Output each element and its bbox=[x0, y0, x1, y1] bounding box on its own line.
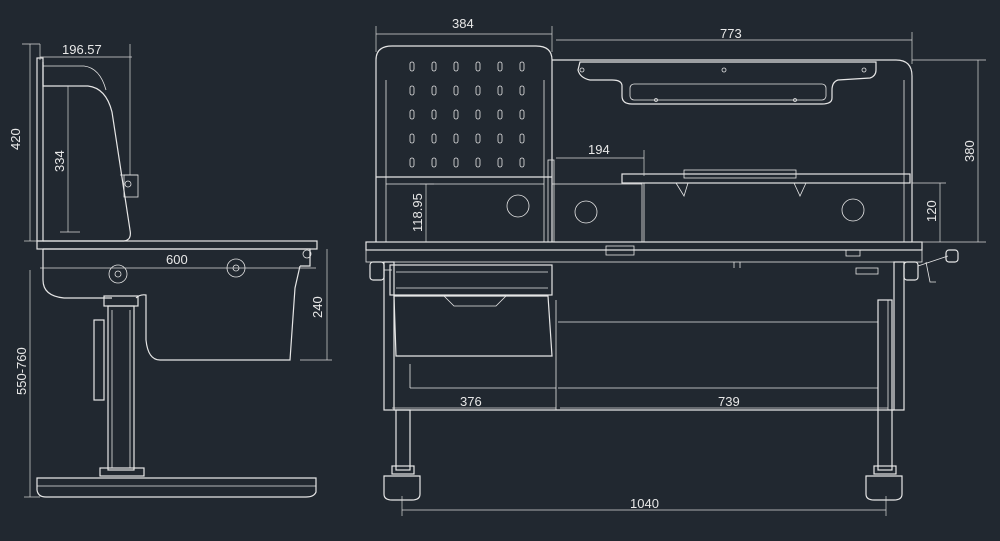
pegboard-slot bbox=[519, 85, 525, 96]
side-column bbox=[93, 295, 145, 477]
dim-backrest-width: 196.57 bbox=[62, 42, 102, 57]
pegboard-slot bbox=[497, 157, 503, 168]
side-view bbox=[22, 43, 332, 498]
pegboard-slot bbox=[453, 85, 459, 96]
pegboard-slot bbox=[497, 85, 503, 96]
dim-right-span: 739 bbox=[718, 394, 740, 409]
pegboard-slot bbox=[409, 61, 415, 72]
pegboard-slot bbox=[431, 109, 437, 120]
knob-right bbox=[855, 249, 959, 283]
dim-board-height: 334 bbox=[52, 150, 67, 172]
dim-shelf-width: 194 bbox=[588, 142, 610, 157]
dim-total-width: 1040 bbox=[630, 496, 659, 511]
pegboard-slot bbox=[453, 109, 459, 120]
dim-height-range: 550-760 bbox=[14, 347, 29, 395]
pegboard-slot bbox=[519, 109, 525, 120]
front-frame bbox=[383, 261, 905, 411]
dim-top-width: 773 bbox=[720, 26, 742, 41]
pegboard-slot bbox=[409, 85, 415, 96]
pegboard-slot bbox=[497, 109, 503, 120]
side-drawer bbox=[135, 265, 301, 361]
dimension-labels: 196.57 420 334 600 240 550-760 384 773 3… bbox=[8, 16, 977, 511]
pegboard-slot bbox=[453, 61, 459, 72]
leg-left bbox=[383, 409, 421, 501]
front-drawer bbox=[389, 264, 553, 357]
left-pegboard bbox=[375, 45, 643, 243]
pegboard-slot bbox=[475, 109, 481, 120]
pegboard-slot bbox=[453, 133, 459, 144]
front-desktop bbox=[365, 241, 923, 268]
pegboard-slot bbox=[453, 157, 459, 168]
side-base bbox=[36, 477, 317, 498]
dim-backrest-height: 420 bbox=[8, 128, 23, 150]
dim-right-shelf-height: 120 bbox=[924, 200, 939, 222]
pegboard-slot bbox=[431, 85, 437, 96]
dim-panel-height: 380 bbox=[962, 140, 977, 162]
leg-right bbox=[865, 299, 903, 501]
pegboard-slot bbox=[431, 133, 437, 144]
pegboard-slot bbox=[497, 61, 503, 72]
pegboard-slot bbox=[409, 157, 415, 168]
side-dimensions bbox=[22, 43, 332, 498]
pegboard-slot bbox=[431, 61, 437, 72]
pegboard-slot bbox=[519, 133, 525, 144]
pegboard-slot bbox=[475, 61, 481, 72]
pegboard-slot bbox=[431, 157, 437, 168]
front-view bbox=[365, 26, 986, 516]
dim-drawer-height: 240 bbox=[310, 296, 325, 318]
pegboard-slot bbox=[475, 157, 481, 168]
front-dimensions bbox=[375, 26, 986, 516]
dim-left-panel-width: 384 bbox=[452, 16, 474, 31]
pegboard-slot bbox=[409, 133, 415, 144]
side-backrest bbox=[36, 57, 139, 242]
knob-left bbox=[369, 261, 392, 281]
pegboard-slot bbox=[497, 133, 503, 144]
side-desktop bbox=[36, 240, 318, 299]
pegboard-slot bbox=[409, 109, 415, 120]
right-panel bbox=[552, 59, 913, 242]
pegboard-slot bbox=[475, 133, 481, 144]
pegboard-slot bbox=[475, 85, 481, 96]
pegboard-slot bbox=[519, 157, 525, 168]
pegboard-slots bbox=[409, 61, 525, 168]
dim-desk-depth: 600 bbox=[166, 252, 188, 267]
dim-shelf-height: 118.95 bbox=[410, 193, 425, 232]
dim-left-span: 376 bbox=[460, 394, 482, 409]
pegboard-slot bbox=[519, 61, 525, 72]
